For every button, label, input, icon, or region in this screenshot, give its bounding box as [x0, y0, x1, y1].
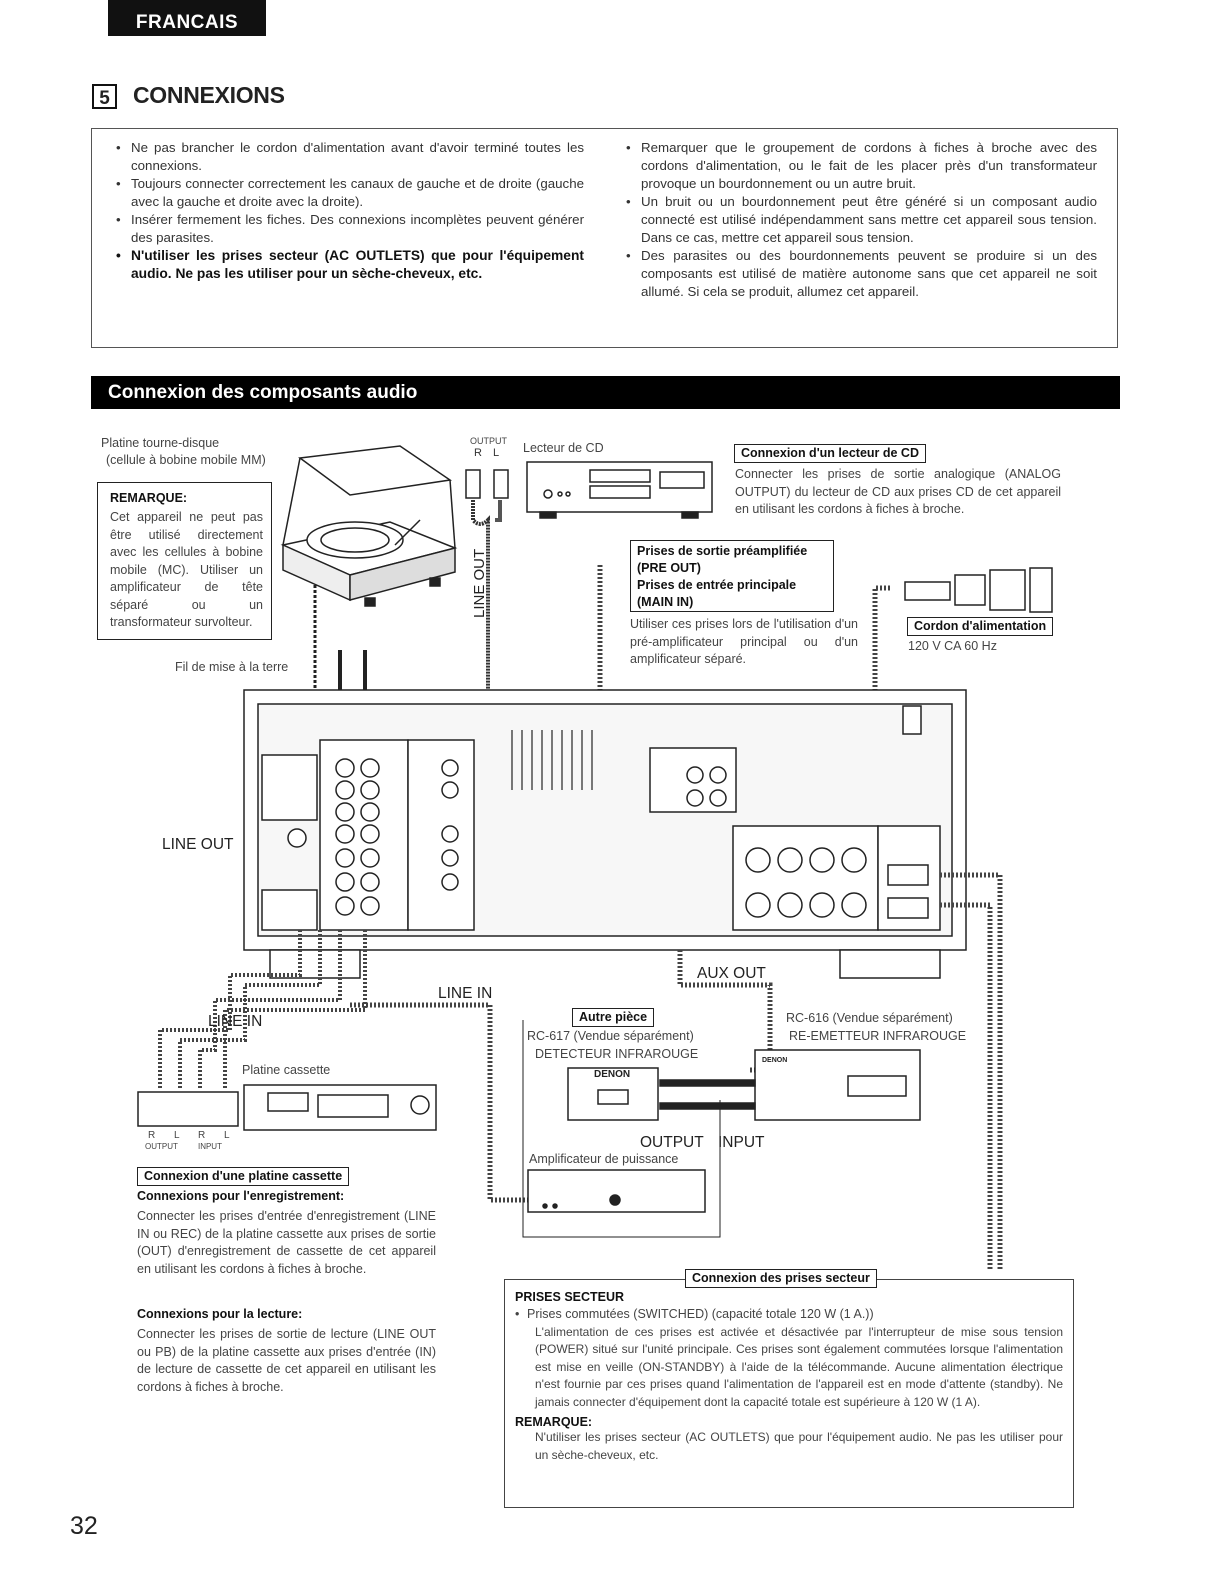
power-plug-illustration: [904, 567, 1053, 613]
denon-logo-emitter: DENON: [762, 1057, 788, 1064]
other-room-title: Autre pièce: [572, 1008, 655, 1027]
preout-line3: Prises de entrée principale: [637, 578, 797, 592]
cd-connection-title: Connexion d'un lecteur de CD: [734, 444, 926, 463]
power-cord-title: Cordon d'alimentation: [907, 617, 1054, 636]
play-title: Connexions pour la lecture:: [137, 1307, 303, 1321]
cassette-io-label: OUTPUT INPUT: [145, 1142, 222, 1151]
receiver-illustration: [243, 689, 967, 979]
rec-text: Connecter les prises d'entrée d'enregist…: [137, 1209, 436, 1276]
notes-box: Ne pas brancher le cordon d'alimentation…: [91, 128, 1118, 348]
line-out-vertical-label: LINE OUT: [471, 548, 488, 618]
bullet-icon: •: [515, 1307, 520, 1321]
cd-rl-label: R L: [474, 447, 500, 459]
cassette-label: Platine cassette: [242, 1063, 331, 1077]
cassette-deck-illustration: [137, 1084, 437, 1131]
power-spec: 120 V CA 60 Hz: [908, 639, 997, 653]
preout-line2: (PRE OUT): [637, 561, 701, 575]
section-number: 5: [92, 84, 117, 109]
cd-player-illustration: [526, 461, 713, 519]
ac-remark-text: N'utiliser les prises secteur (AC OUTLET…: [535, 1430, 1063, 1462]
page-number: 32: [70, 1512, 98, 1540]
line-in-left-label: LINE IN: [208, 1013, 263, 1030]
turntable-illustration: [280, 445, 458, 607]
rec-title: Connexions pour l'enregistrement:: [137, 1189, 345, 1203]
preout-box: Prises de sortie préamplifiée (PRE OUT) …: [630, 540, 834, 612]
ac-remark-title: REMARQUE:: [515, 1415, 593, 1429]
output-label: OUTPUT: [640, 1134, 704, 1151]
ac-title: PRISES SECTEUR: [515, 1290, 625, 1304]
denon-logo-detector: DENON: [594, 1069, 631, 1080]
remark-text: Cet appareil ne peut pas être utilisé di…: [110, 510, 263, 629]
ac-item-text: Prises commutées (SWITCHED) (capacité to…: [527, 1307, 874, 1321]
note-item-bold: N'utiliser les prises secteur (AC OUTLET…: [114, 247, 584, 283]
cd-label: Lecteur de CD: [523, 441, 604, 455]
ground-wire-label: Fil de mise à la terre: [175, 660, 289, 674]
notes-left-list: Ne pas brancher le cordon d'alimentation…: [114, 139, 584, 283]
ir-emitter-label: RE-EMETTEUR INFRAROUGE: [789, 1029, 967, 1043]
cassette-rl-label: R L R L: [148, 1130, 230, 1141]
rc616-label: RC-616 (Vendue séparément): [786, 1011, 953, 1025]
ir-devices-illustration: [567, 1049, 921, 1121]
ac-item: • Prises commutées (SWITCHED) (capacité t…: [515, 1306, 1063, 1324]
rc617-label: RC-617 (Vendue séparément): [527, 1029, 694, 1043]
note-item: Ne pas brancher le cordon d'alimentation…: [114, 139, 584, 175]
note-item: Toujours connecter correctement les cana…: [114, 175, 584, 211]
preout-line4: (MAIN IN): [637, 595, 694, 609]
notes-right-list: Remarquer que le groupement de cordons à…: [624, 139, 1097, 301]
ir-detector-label: DETECTEUR INFRAROUGE: [535, 1047, 699, 1061]
amplifier-label: Amplificateur de puissance: [529, 1152, 679, 1166]
note-item: Un bruit ou un bourdonnement peut être g…: [624, 193, 1097, 247]
note-item: Insérer fermement les fiches. Des connex…: [114, 211, 584, 247]
section-band-title: Connexion des composants audio: [91, 376, 1120, 409]
cassette-connection-title: Connexion d'une platine cassette: [137, 1167, 350, 1186]
language-tab: FRANCAIS: [108, 0, 266, 36]
section-title: CONNEXIONS: [133, 82, 285, 108]
play-text: Connecter les prises de sortie de lectur…: [137, 1327, 436, 1394]
turntable-label: Platine tourne-disque: [101, 436, 220, 450]
turntable-remark-box: REMARQUE: Cet appareil ne peut pas être …: [97, 482, 272, 640]
preout-line1: Prises de sortie préamplifiée: [637, 544, 808, 558]
turntable-sublabel: (cellule à bobine mobile MM): [106, 453, 266, 467]
note-item: Remarquer que le groupement de cordons à…: [624, 139, 1097, 193]
input-label: INPUT: [718, 1134, 765, 1151]
note-item: Des parasites ou des bourdonnements peuv…: [624, 247, 1097, 301]
aux-out-label: AUX OUT: [697, 965, 766, 982]
remark-title: REMARQUE:: [110, 491, 188, 505]
ac-text: L'alimentation de ces prises est activée…: [535, 1324, 1063, 1409]
line-in-label: LINE IN: [438, 985, 493, 1002]
ac-outlet-box: PRISES SECTEUR • Prises commutées (SWITCH…: [504, 1279, 1074, 1508]
preout-text: Utiliser ces prises lors de l'utilisatio…: [630, 617, 858, 666]
ac-connection-title: Connexion des prises secteur: [685, 1269, 877, 1288]
line-out-label: LINE OUT: [162, 836, 234, 853]
cd-output-label: OUTPUT: [470, 436, 507, 446]
cd-connection-text: Connecter les prises de sortie analogiqu…: [735, 467, 1061, 516]
